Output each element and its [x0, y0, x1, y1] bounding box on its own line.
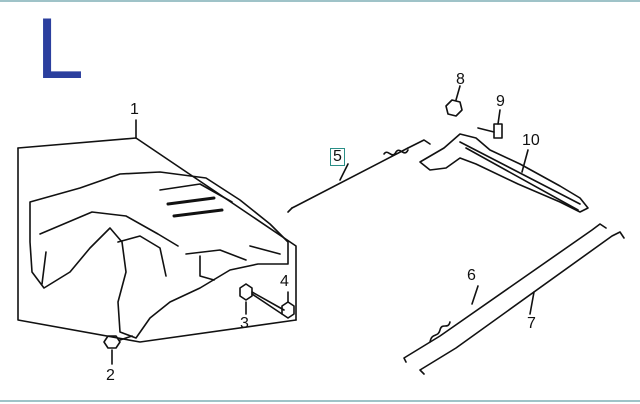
part-5-spring-rod: [287, 139, 431, 213]
callout-4: 4: [280, 273, 289, 290]
part-9-bolt: [477, 109, 503, 139]
part-3-bolt: [239, 283, 285, 315]
callout-7: 7: [527, 315, 536, 332]
part-7-rod: [419, 231, 625, 375]
part-8-nut: [445, 85, 463, 117]
callout-1: 1: [130, 101, 139, 118]
callout-8: 8: [456, 71, 465, 88]
section-letter: L: [36, 1, 84, 97]
part-4-nut: [281, 291, 295, 319]
group-bracket: [17, 119, 297, 343]
callout-2: 2: [106, 367, 115, 384]
part-6-rod: [403, 223, 607, 363]
callout-5: 5: [330, 148, 345, 166]
cover-assembly: [29, 171, 289, 339]
callout-6: 6: [467, 267, 476, 284]
part-2-bolt: [103, 335, 133, 365]
part-10-lever-arm: [419, 133, 589, 213]
callout-10: 10: [522, 132, 540, 149]
callout-9: 9: [496, 93, 505, 110]
callout-3: 3: [240, 315, 249, 332]
